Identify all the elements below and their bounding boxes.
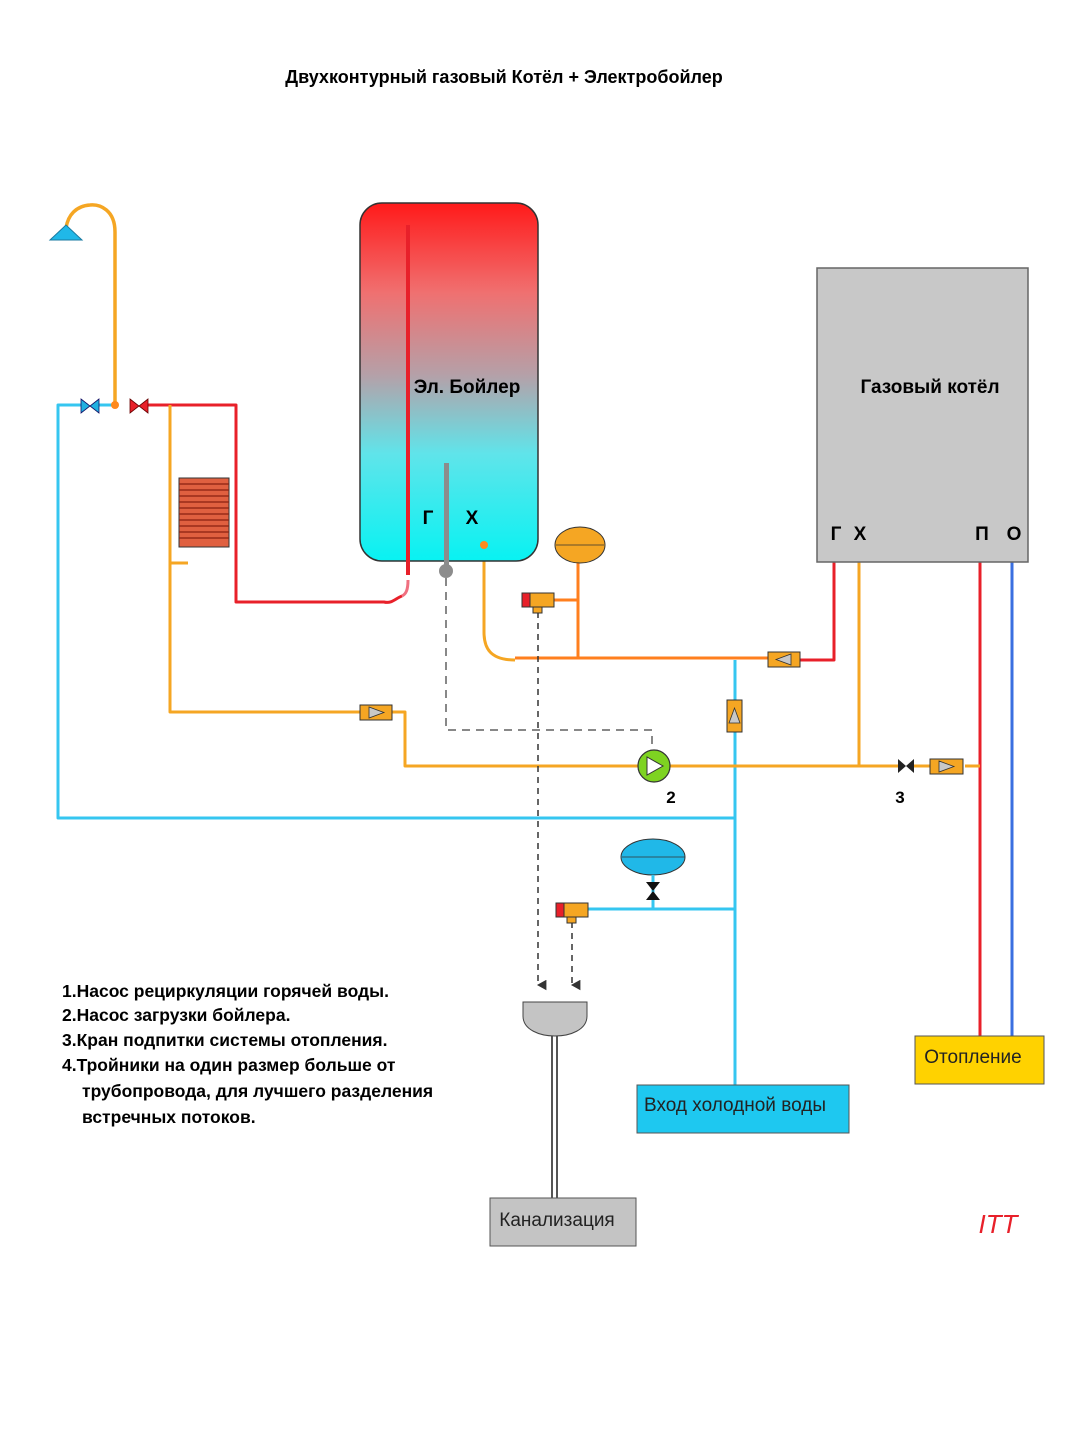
- gas-boiler-port-hot: Г: [831, 524, 842, 545]
- electric-boiler-label: Эл. Бойлер: [414, 377, 521, 398]
- gas-boiler-port-supply: П: [975, 524, 989, 545]
- hot-tap-valve-icon: [129, 398, 149, 414]
- boiler-cold-inlet: [482, 545, 516, 662]
- legend-notes: 1.Насос рециркуляции горячей воды. 2.Нас…: [62, 981, 433, 1127]
- boiler-cold-port-dot: [480, 541, 488, 549]
- pump-control-dashed-line: [445, 578, 653, 748]
- makeup-valve-icon: [898, 759, 914, 773]
- heating-box-label: Отопление: [924, 1047, 1021, 1068]
- cold-expansion-valve-icon: [646, 882, 660, 900]
- recirculation-return: [392, 710, 640, 768]
- towel-radiator-icon: [178, 477, 230, 548]
- sewer-drain-pipe: [551, 1035, 558, 1198]
- valve-number-label: 3: [895, 788, 904, 807]
- heating-element-rod: [444, 463, 449, 571]
- recirculation-pipe: [168, 405, 360, 714]
- pipes: [56, 203, 1014, 1198]
- gas-boiler-hot-check-valve-icon: [767, 651, 801, 668]
- heating-element-head: [439, 564, 453, 578]
- shower-head-icon: [48, 224, 84, 241]
- note-4-continued: трубопровода, для лучшего разделения: [82, 1081, 433, 1101]
- cold-water-pipe-loop: [56, 403, 735, 820]
- gas-boiler-body: [816, 267, 1029, 563]
- cold-water-box-label: Вход холодной воды: [644, 1095, 826, 1116]
- sewer-funnel-icon: [522, 1001, 588, 1037]
- cold-safety-valve-icon: [555, 902, 589, 924]
- gas-boiler-port-cold: Х: [854, 524, 867, 545]
- makeup-check-valve-icon: [929, 758, 964, 775]
- gas-boiler: Газовый котёл Г Х П О: [816, 267, 1029, 563]
- cold-water-box: Вход холодной воды: [636, 1084, 850, 1134]
- heating-box: Отопление: [914, 1035, 1045, 1085]
- author-signature: ITT: [979, 1209, 1020, 1239]
- electric-boiler: Эл. Бойлер Г Х: [359, 202, 539, 578]
- note-1: 1.Насос рециркуляции горячей воды.: [62, 981, 389, 1001]
- gas-boiler-port-return: О: [1007, 524, 1022, 545]
- electric-boiler-port-cold: Х: [466, 508, 479, 529]
- sewer-box: Канализация: [489, 1197, 637, 1247]
- hot-water-pipe-to-tap: [146, 403, 403, 604]
- charge-pump-icon: [637, 749, 671, 783]
- note-4-end: встречных потоков.: [82, 1107, 256, 1127]
- tap-mixer-junction: [111, 401, 119, 409]
- shower-pipe: [64, 203, 117, 403]
- note-2: 2.Насос загрузки бойлера.: [62, 1005, 290, 1025]
- diagram-title: Двухконтурный газовый Котёл + Электробой…: [285, 67, 722, 87]
- electric-boiler-port-hot: Г: [423, 508, 434, 529]
- sewer-box-label: Канализация: [499, 1210, 614, 1231]
- gas-boiler-hot-out: [800, 562, 836, 662]
- cold-riser-check-valve-icon: [726, 699, 743, 733]
- recirculation-check-valve-icon: [359, 704, 393, 721]
- gas-boiler-label: Газовый котёл: [860, 377, 999, 398]
- note-3: 3.Кран подпитки системы отопления.: [62, 1030, 387, 1050]
- hot-safety-valve-icon: [521, 592, 555, 614]
- note-4: 4.Тройники на один размер больше от: [62, 1055, 396, 1075]
- cold-tap-valve-icon: [80, 398, 100, 414]
- hot-water-stub: [401, 579, 410, 598]
- pump-number-label: 2: [666, 788, 675, 807]
